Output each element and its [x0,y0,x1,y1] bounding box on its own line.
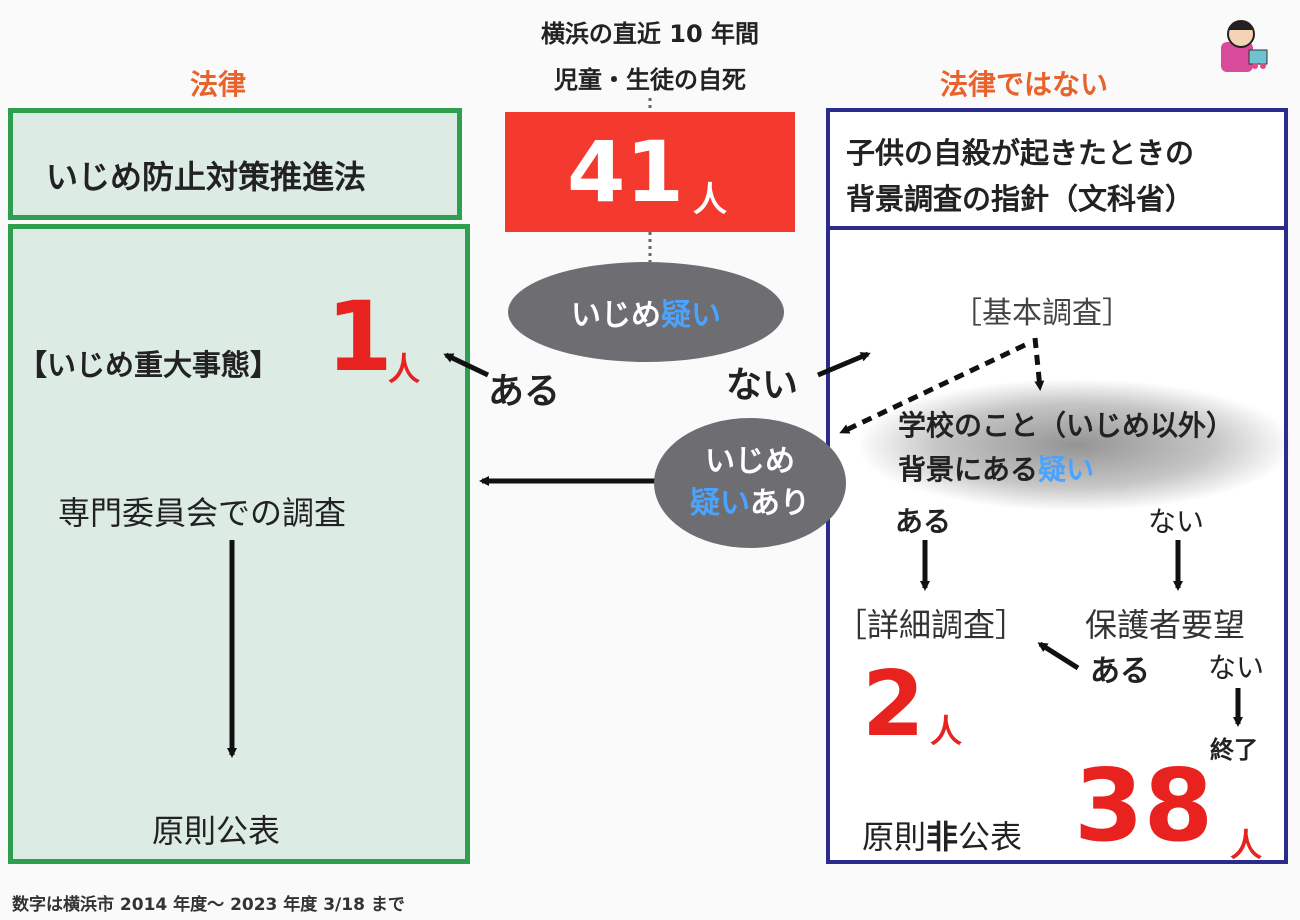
school-matters-line2: 背景にある疑い [898,448,1094,488]
no-label-center: ない [726,365,799,406]
right-body-box [826,226,1288,864]
arrow-yes-left [443,352,490,378]
nonpublic-prefix: 原則 [862,818,927,856]
bullying-doubt-text: いじめ [571,298,661,333]
nonpublic-suffix: 公表 [958,818,1023,856]
nonpublic-count-unit: 人 [1230,826,1263,864]
yes-label-right: ある [895,505,952,538]
publish-principle: 原則公表 [152,812,281,850]
parent-yes-label: ある [1090,654,1150,689]
arrow-parents-yes-to-detail [1037,641,1080,671]
footnote: 数字は横浜市 2014 年度～ 2023 年度 3/18 まで [12,895,405,915]
detail-count-number: 2 [862,652,925,757]
presenter-avatar-icon [1215,14,1271,76]
right-header-line2: 背景調査の指針（文科省） [846,182,1195,216]
total-count-unit: 人 [693,180,727,220]
school-background-cloud [860,380,1290,510]
right-header-line1: 子供の自殺が起きたときの [846,136,1195,170]
school-doubt-word: 疑い [1038,453,1095,486]
parent-request: 保護者要望 [1085,606,1246,644]
bullying-suspected-ellipse: いじめ 疑いあり [654,418,846,548]
doubt-word: 疑い [661,298,721,333]
nonpublic-non: 非 [926,818,959,856]
no-label-right: ない [1148,505,1205,538]
total-count-number: 41 [567,123,684,221]
nonpublic-label: 原則非公表 [862,812,1022,858]
detailed-investigation: ［詳細調査］ [835,606,1028,644]
school-background-text: 背景にある [898,453,1039,486]
suspected-line1: いじめ [705,444,795,479]
serious-case-number: 1 [326,281,393,393]
bullying-doubt-ellipse: いじめ疑い [508,262,784,362]
total-count-box: 41 人 [505,112,795,232]
basic-investigation: ［基本調査］ [952,296,1132,331]
suspected-exists-word: あり [750,486,810,521]
parent-no-label: ない [1208,651,1265,684]
arrow-no-right [817,351,871,378]
right-label-not-law: 法律ではない [940,68,1109,101]
dashed-arrow-to-school [1032,337,1045,391]
suspected-doubt-word: 疑い [690,486,750,521]
left-header-box [8,108,462,220]
end-label: 終了 [1210,736,1258,764]
committee-investigation: 専門委員会での調査 [58,494,347,532]
title-line1: 横浜の直近 10 年間 [540,20,760,48]
left-label-law: 法律 [190,68,247,101]
detail-count-unit: 人 [930,712,963,750]
school-matters-line1: 学校のこと（いじめ以外） [898,409,1235,442]
left-header-title: いじめ防止対策推進法 [46,158,367,196]
serious-case-label: 【いじめ重大事態】 [18,348,280,382]
nonpublic-count-number: 38 [1074,747,1214,864]
title-line2: 児童・生徒の自死 [554,66,746,94]
left-body-box [8,224,470,864]
serious-case-unit: 人 [388,350,421,388]
yes-label-center: ある [488,371,561,412]
